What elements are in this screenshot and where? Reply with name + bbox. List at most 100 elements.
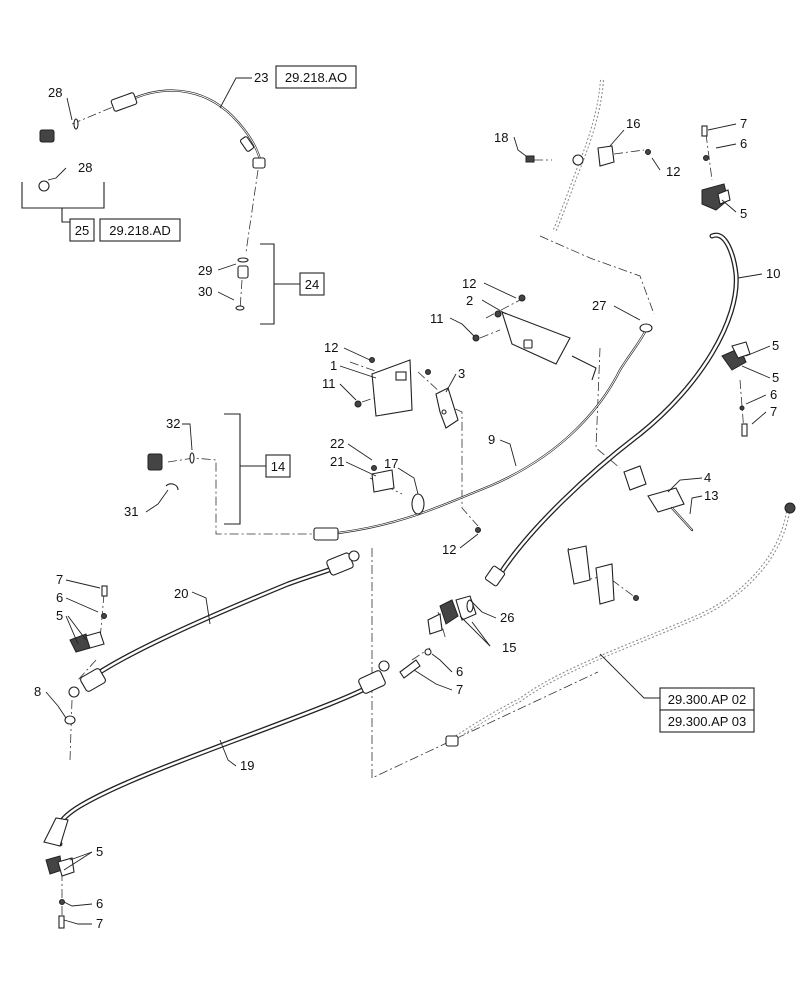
clamp-15-ghost: [427, 613, 443, 635]
kit-brackets: [21, 182, 300, 525]
callout-12-lower: 12: [442, 542, 456, 557]
ref-box-29-300-AP02[interactable]: 29.300.AP 02: [659, 687, 755, 711]
callout-5-right-b: 5: [772, 370, 779, 385]
callout-4: 4: [704, 470, 711, 485]
elbow-20: [68, 686, 80, 698]
fitting-19-bottom: [43, 817, 69, 847]
kit-25-text: 25: [75, 223, 89, 238]
callout-19: 19: [240, 758, 254, 773]
kit-14-text: 14: [271, 459, 285, 474]
ref-29-218-AO-text: 29.218.AO: [285, 70, 347, 85]
kit-24-text: 24: [305, 277, 319, 292]
o-ring-8-icon: [64, 715, 76, 725]
callout-30: 30: [198, 284, 212, 299]
callout-5-right-a: 5: [772, 338, 779, 353]
callout-3: 3: [458, 366, 465, 381]
kit-box-14[interactable]: 14: [265, 454, 291, 478]
fitting-20-bottom: [80, 668, 106, 692]
fitting-14-group: [147, 452, 195, 491]
callout-labels: 23 28 28 29 30 18 16 12 7 6 5 10 12 2 27…: [34, 70, 780, 931]
callout-2: 2: [466, 293, 473, 308]
fitting-10-end: [484, 565, 506, 587]
fitting-23a: [110, 92, 138, 112]
callout-12-top: 12: [666, 164, 680, 179]
clamp-ghost-upper: [572, 154, 584, 166]
bracket-frame-14: [224, 413, 241, 525]
callout-31: 31: [124, 504, 138, 519]
ferrule-20-top: [348, 550, 360, 562]
fitting-27-icon: [639, 323, 653, 333]
ghost-bracket-lower: [567, 545, 639, 605]
callout-16: 16: [626, 116, 640, 131]
fitting-19-top: [358, 670, 386, 694]
callout-5-bottom: 5: [96, 844, 103, 859]
callout-15: 15: [502, 640, 516, 655]
callout-8: 8: [34, 684, 41, 699]
clamp-17: [411, 493, 425, 515]
callout-6-left: 6: [56, 590, 63, 605]
ghost-fitting-bottom: [445, 735, 459, 747]
callout-7-top: 7: [740, 116, 747, 131]
callout-7-right: 7: [770, 404, 777, 419]
callout-6-bottom: 6: [96, 896, 103, 911]
hose-19: [43, 660, 390, 847]
ref-box-29-300-AP03[interactable]: 29.300.AP 03: [659, 709, 755, 733]
bracket-1: [354, 357, 431, 417]
pipe-ghost-upper: [552, 79, 604, 233]
callout-7-bottom: 7: [96, 916, 103, 931]
clamp-5-left: [64, 585, 108, 725]
bracket-2: [494, 294, 597, 381]
tube-9: [313, 323, 653, 541]
callout-6-mid: 6: [456, 664, 463, 679]
clamp-5-right: [721, 341, 751, 437]
ref-29-300-AP02-text: 29.300.AP 02: [668, 692, 747, 707]
fitting-23b: [239, 136, 255, 152]
kit-box-25[interactable]: 25: [69, 218, 95, 242]
clamp-16-group: [525, 145, 651, 167]
bracket-frame-24: [260, 243, 275, 325]
o-ring-28-top: [73, 118, 79, 130]
callout-32: 32: [166, 416, 180, 431]
ref-box-29-218-AD[interactable]: 29.218.AD: [99, 218, 181, 242]
callout-5-top: 5: [740, 206, 747, 221]
callout-12-bracket1: 12: [324, 340, 338, 355]
callout-13: 13: [704, 488, 718, 503]
callout-1: 1: [330, 358, 337, 373]
callout-22: 22: [330, 436, 344, 451]
fitting-9-end: [313, 527, 339, 541]
fitting-28-group: [38, 118, 79, 192]
clamp-5-bottom: [45, 855, 75, 929]
o-ring-29-icon: [237, 257, 249, 263]
fitting-29-icon: [237, 265, 249, 279]
washer-6-icon: [424, 648, 432, 656]
callout-17: 17: [384, 456, 398, 471]
callout-10: 10: [766, 266, 780, 281]
misc-fasteners: [472, 334, 481, 533]
ferrule-19-top: [378, 660, 390, 672]
callout-6-right: 6: [770, 387, 777, 402]
bracket-stem-25: [61, 208, 70, 223]
callout-12-bracket2: 12: [462, 276, 476, 291]
bolt-7-icon: [399, 659, 421, 679]
hose-20: [68, 550, 360, 698]
leader-lines: [45, 77, 771, 925]
callout-11-top: 11: [430, 311, 444, 326]
callout-18: 18: [494, 130, 508, 145]
ref-29-300-AP03-text: 29.300.AP 03: [668, 714, 747, 729]
callout-5-left: 5: [56, 608, 63, 623]
callout-9: 9: [488, 432, 495, 447]
bracket-4-ghost: [623, 465, 647, 491]
callout-6-top: 6: [740, 136, 747, 151]
callout-27: 27: [592, 298, 606, 313]
fitting-29-30-group: [235, 257, 249, 311]
bracket-21-22: [371, 465, 425, 515]
clamp-3: [435, 387, 459, 429]
ref-box-29-218-AO[interactable]: 29.218.AO: [275, 65, 357, 89]
tube-assembly-23: [110, 89, 266, 169]
kit-box-24[interactable]: 24: [299, 272, 325, 296]
o-ring-31-icon: [165, 483, 179, 491]
callout-7-mid: 7: [456, 682, 463, 697]
callout-28-bottom: 28: [78, 160, 92, 175]
clamp-15-group: [399, 595, 477, 679]
